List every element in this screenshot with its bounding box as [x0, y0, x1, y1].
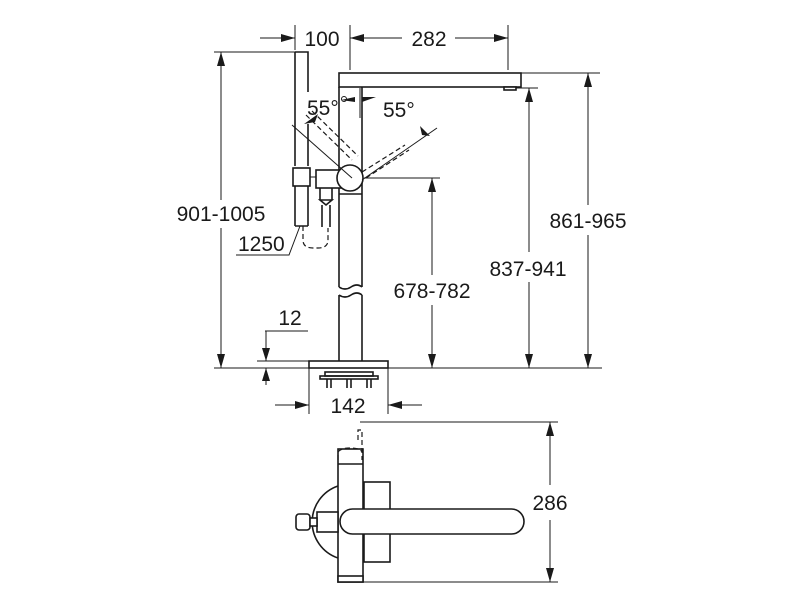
dim-mixer-height: 678-782 — [393, 280, 470, 303]
dim-base-width-lines — [275, 368, 422, 414]
top-view: 286 — [295, 421, 568, 583]
connector-knob — [295, 513, 311, 531]
handshower-holder — [292, 167, 311, 187]
front-view: 55° 55° 100 282 — [174, 25, 630, 418]
dim-depth-lines — [360, 421, 558, 583]
dim-spout-outlet-height: 837-941 — [489, 258, 566, 281]
hose-connection — [317, 188, 335, 227]
dim-hose-length: 1250 — [238, 233, 285, 256]
angle-line-left — [291, 124, 353, 179]
handshower-dashed — [337, 429, 363, 460]
dim-lines-vertical — [214, 51, 600, 368]
dim-base-thickness: 12 — [278, 307, 301, 330]
dim-base-width: 142 — [330, 395, 365, 418]
dim-handshower-offset: 100 — [304, 28, 339, 51]
connector-neck — [309, 517, 318, 527]
base-fittings — [319, 371, 379, 388]
angle-line-right — [361, 127, 438, 181]
dim-depth: 286 — [532, 492, 567, 515]
spout — [338, 72, 522, 88]
dim-base-thickness-lines — [257, 330, 309, 385]
dim-angle-left: 55° — [307, 97, 339, 120]
lever-right-dashed — [361, 144, 410, 179]
hose-leader — [236, 225, 301, 256]
dim-overall-height: 861-965 — [549, 210, 626, 233]
body-bottom-cap — [337, 575, 364, 583]
handshower — [294, 51, 309, 227]
dim-angle-right: 55° — [383, 99, 415, 122]
dim-overall-height-handshower: 901-1005 — [177, 203, 266, 226]
lever — [339, 508, 525, 535]
hose-dashed — [302, 226, 329, 249]
base-plate — [308, 360, 389, 369]
connector — [316, 511, 339, 533]
spout-aerator — [503, 86, 517, 91]
dim-lines-top — [260, 25, 509, 70]
lever-left-dashed — [305, 110, 359, 161]
dim-spout-projection: 282 — [411, 28, 446, 51]
pivot — [341, 96, 347, 102]
mixer-handle-knob — [336, 164, 364, 192]
column — [338, 87, 363, 361]
